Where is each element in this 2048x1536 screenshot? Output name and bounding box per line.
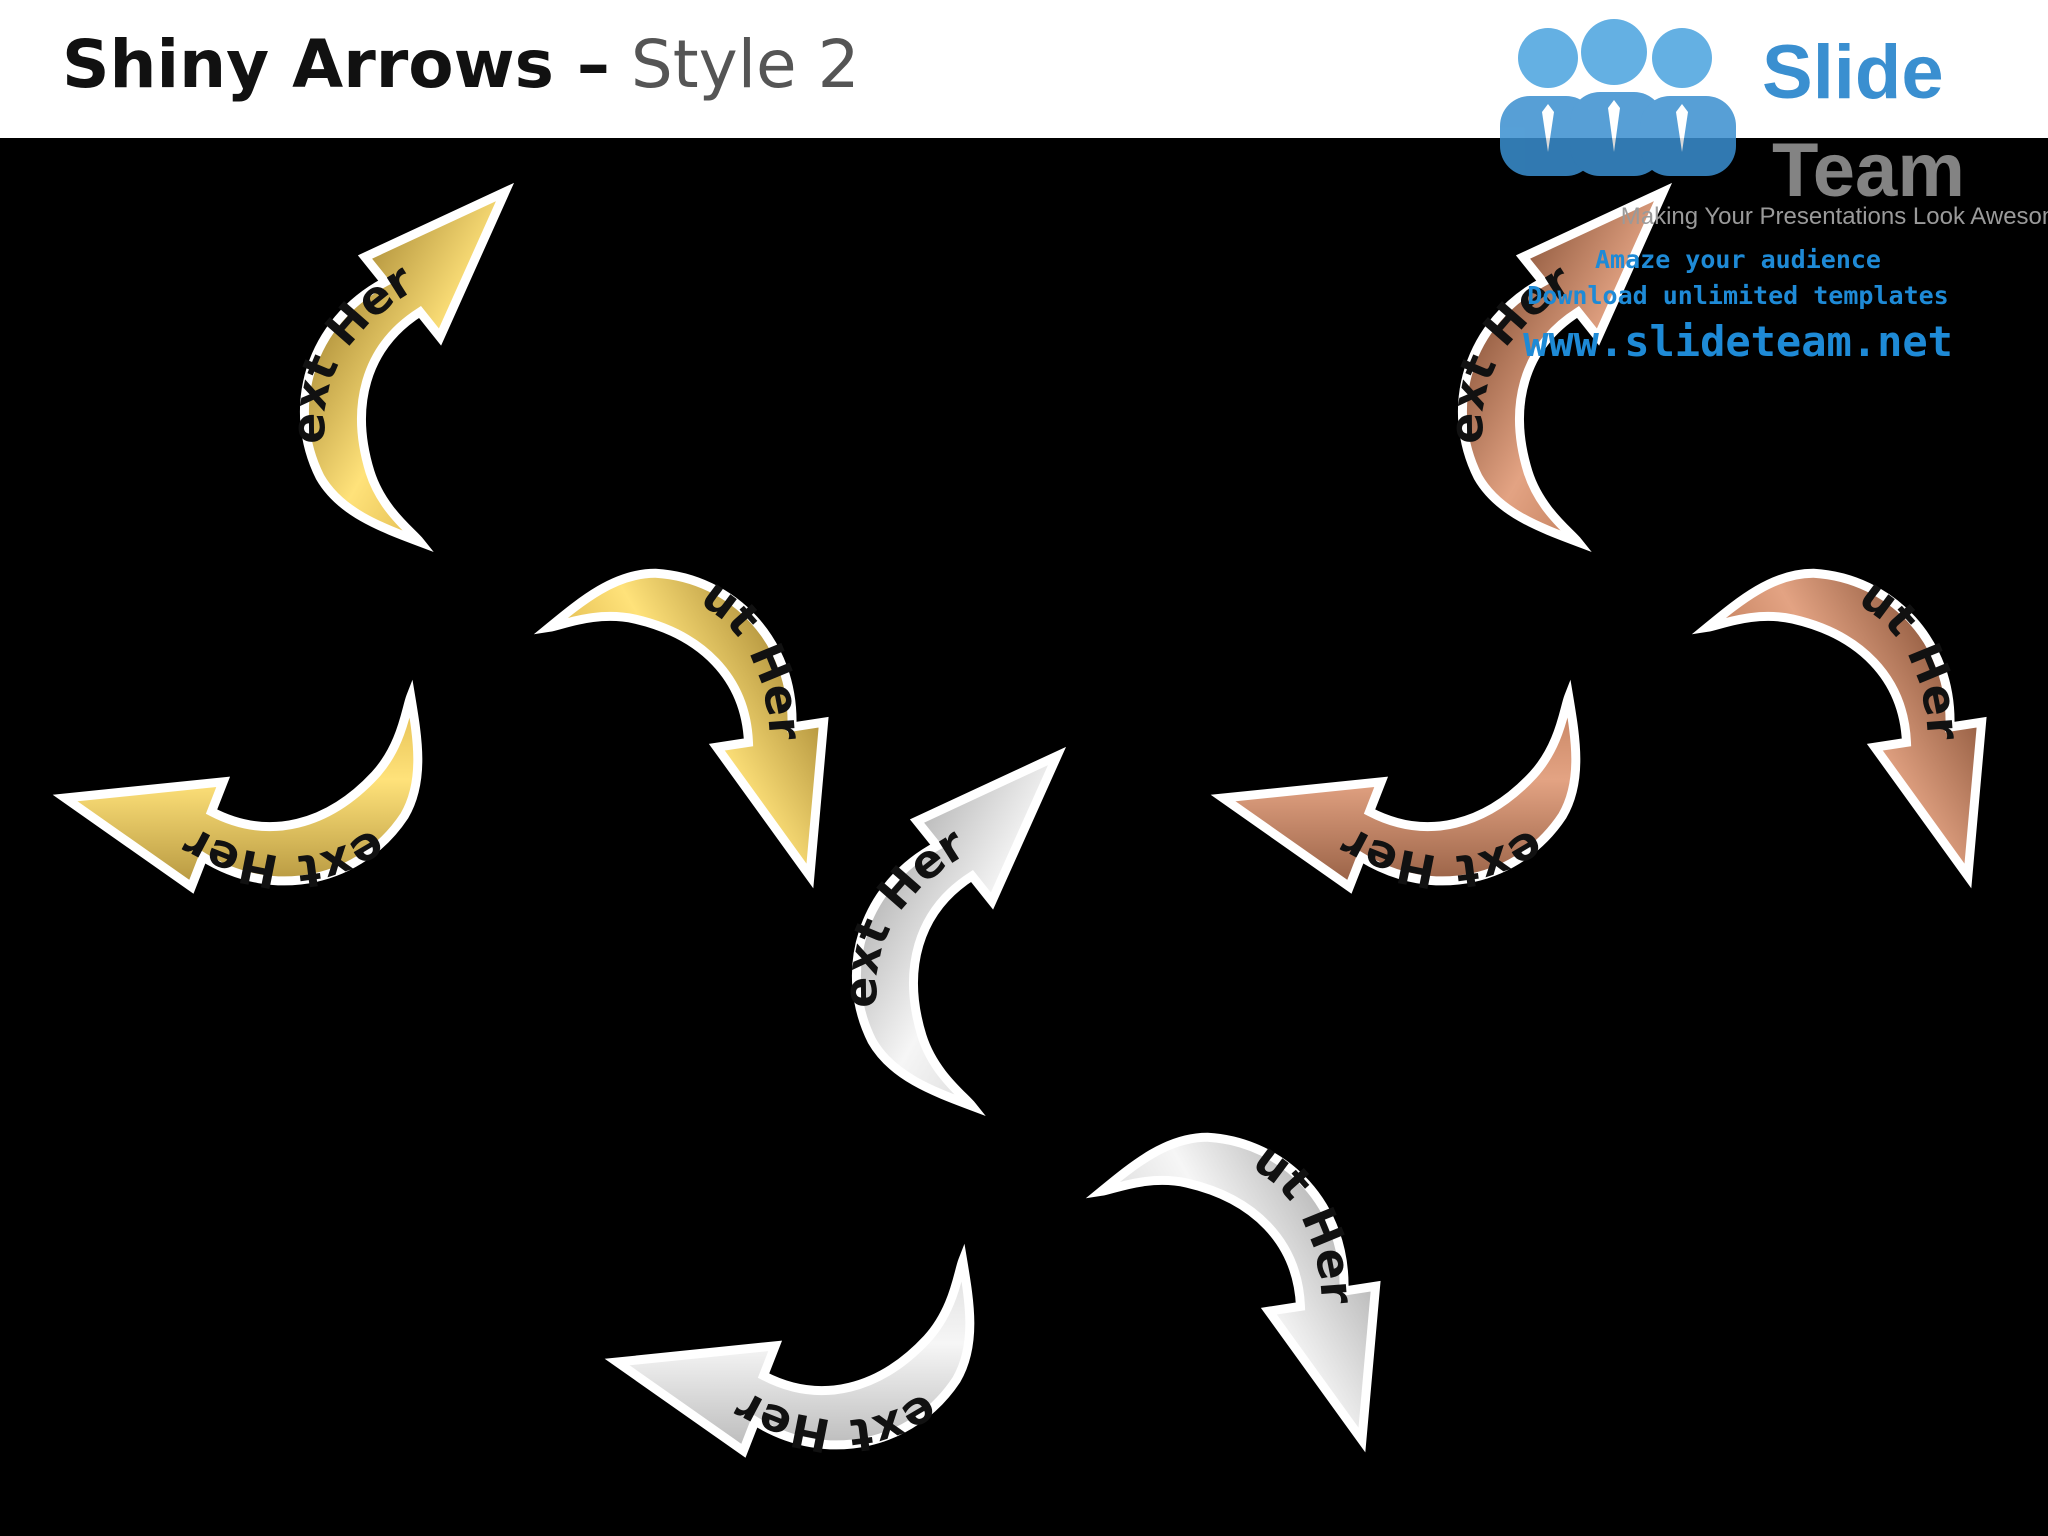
arrow-1-silver: Text Here <box>833 746 1067 1197</box>
arrow-1-gold: Text Here <box>281 182 515 633</box>
curved-arrow-shape <box>1457 182 1673 552</box>
arrow-3-silver: Text Here <box>604 1164 1111 1526</box>
arrow-2-gold: Put Here <box>442 461 865 889</box>
curved-arrow-shape <box>533 568 829 889</box>
arrow-3-bronze: Text Here <box>1210 600 1717 962</box>
curved-arrow-shape <box>52 679 423 894</box>
curved-arrow-shape <box>604 1243 975 1458</box>
curved-arrow-shape <box>1085 1132 1381 1453</box>
title-light-text: Style 2 <box>630 26 860 103</box>
curved-arrow-shape <box>1691 568 1987 889</box>
arrow-cycle-gold: Text Here Put Here Text Here <box>52 182 865 962</box>
arrow-2-bronze: Put Here <box>1600 461 2023 889</box>
arrow-1-bronze: Text Here <box>1439 182 1673 633</box>
arrow-2-silver: Put Here <box>994 1025 1417 1453</box>
curved-arrow-shape <box>299 182 515 552</box>
arrow-3-gold: Text Here <box>52 600 559 962</box>
arrow-cycle-bronze: Text Here Put Here Text Here <box>1210 182 2023 962</box>
slide-title: Shiny Arrows – Style 2 <box>62 20 860 110</box>
curved-arrow-shape <box>1210 679 1581 894</box>
title-bold-text: Shiny Arrows – <box>62 26 610 103</box>
curved-arrow-shape <box>851 746 1067 1116</box>
